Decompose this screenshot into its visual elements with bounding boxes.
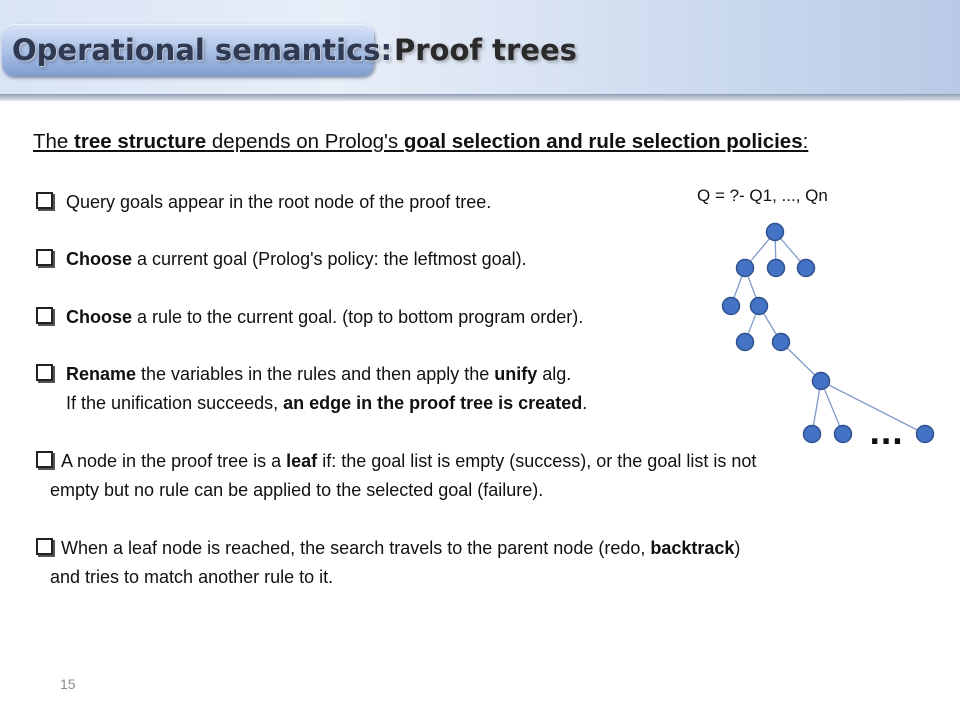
checkbox-bullet-icon (36, 364, 53, 381)
bullet-text: ) (734, 538, 741, 558)
bullet-text: a current goal (Prolog's policy: the lef… (132, 249, 527, 269)
tree-edge (780, 341, 822, 382)
bullet-text: If the unification succeeds, (66, 393, 284, 413)
tree-node-leaf (915, 424, 935, 444)
intro-tree-structure: tree structure (74, 130, 207, 153)
page-number: 15 (60, 676, 76, 692)
query-label: Q = ?- Q1, ..., Qn (697, 186, 828, 205)
bullet-text: if: the goal list is empty (success), or… (317, 451, 757, 471)
bullet-text: When a leaf node is reached, the search … (61, 538, 651, 558)
checkbox-bullet-icon (36, 538, 53, 555)
tree-node (771, 332, 791, 352)
bullet-bold-text: an edge in the proof tree is created (283, 393, 583, 413)
bullet-bold-text: unify (494, 364, 538, 384)
bullet-text: a rule to the current goal. (top to bott… (132, 307, 584, 327)
bullet-backtrack: When a leaf node is reached, the search … (36, 535, 740, 561)
header-divider (0, 94, 960, 102)
checkbox-bullet-icon (36, 192, 53, 209)
intro-text-2: depends on Prolog's (206, 130, 404, 153)
tree-edge (820, 380, 844, 435)
slide-subtitle: Proof trees (394, 33, 577, 67)
bullet-backtrack-continuation: and tries to match another rule to it. (50, 567, 334, 587)
bullet-text: A node in the proof tree is a (61, 451, 287, 471)
tree-edge (820, 380, 926, 435)
checkbox-bullet-icon (36, 307, 53, 324)
bullet-bold-text: leaf (286, 451, 318, 471)
tree-node (766, 258, 786, 278)
title-box (2, 24, 374, 76)
bullet-bold-text: Choose (66, 249, 133, 269)
slide-title: Operational semantics: (12, 33, 393, 67)
tree-node (749, 296, 769, 316)
bullet-rename-unify: Rename the variables in the rules and th… (36, 361, 571, 387)
tree-ellipsis: ... (869, 417, 903, 452)
bullet-rename-continuation: If the unification succeeds, an edge in … (66, 390, 587, 416)
bullet-bold-text: Choose (66, 307, 133, 327)
tree-nodes (721, 222, 935, 444)
intro-policies: goal selection and rule selection polici… (403, 130, 803, 153)
bullet-text: . (582, 393, 588, 413)
tree-node-root (765, 222, 785, 242)
tree-node (796, 258, 816, 278)
bullet-text: the variables in the rules and then appl… (136, 364, 495, 384)
tree-node (721, 296, 741, 316)
tree-node-leaf (833, 424, 853, 444)
bullet-leaf-definition: A node in the proof tree is a leaf if: t… (36, 448, 756, 474)
bullet-bold-text: Rename (66, 364, 137, 384)
intro-text-1: The (33, 130, 75, 153)
bullet-choose-goal: Choose a current goal (Prolog's policy: … (36, 246, 527, 272)
bullet-choose-rule: Choose a rule to the current goal. (top … (36, 304, 583, 330)
bullet-bold-text: backtrack (650, 538, 735, 558)
bullet-text: alg. (537, 364, 572, 384)
checkbox-bullet-icon (36, 451, 53, 468)
intro-colon: : (802, 130, 809, 153)
bullet-leaf-continuation: empty but no rule can be applied to the … (50, 480, 544, 500)
checkbox-bullet-icon (36, 249, 53, 266)
tree-node (735, 258, 755, 278)
tree-edges (730, 231, 926, 435)
tree-node (811, 371, 831, 391)
tree-node (735, 332, 755, 352)
intro-sentence: The tree structure depends on Prolog's g… (33, 128, 933, 156)
tree-node-leaf (802, 424, 822, 444)
bullet-query-goals: Query goals appear in the root node of t… (36, 189, 491, 215)
bullet-text: Query goals appear in the root node of t… (66, 192, 492, 212)
